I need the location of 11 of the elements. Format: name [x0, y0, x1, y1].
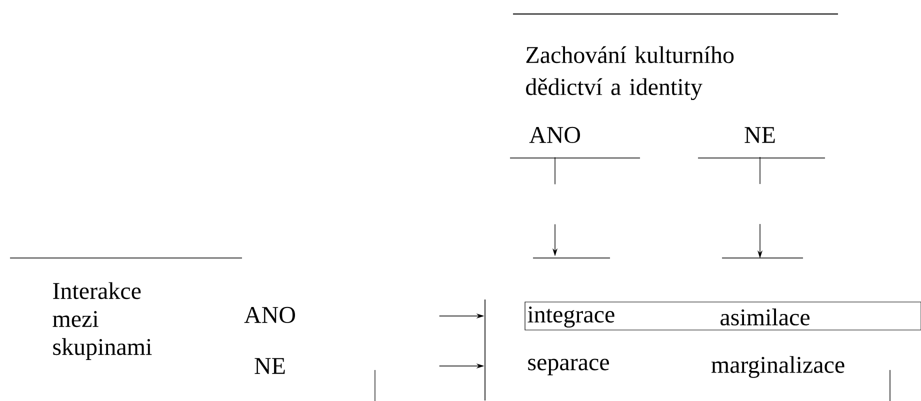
axis-heading: Interakce mezi skupinami	[52, 282, 152, 360]
category-label: NE	[744, 127, 775, 143]
axis-heading: Zachování kulturního dědictví a identity	[526, 46, 734, 100]
category-label: marginalizace	[711, 356, 844, 378]
category-label: asimilace	[720, 308, 810, 326]
category-label: integrace	[528, 306, 614, 328]
category-label: ANO	[244, 306, 295, 324]
result-box	[524, 302, 921, 330]
category-label: separace	[528, 358, 609, 376]
category-label: NE	[254, 358, 285, 374]
category-label: ANO	[529, 126, 580, 144]
